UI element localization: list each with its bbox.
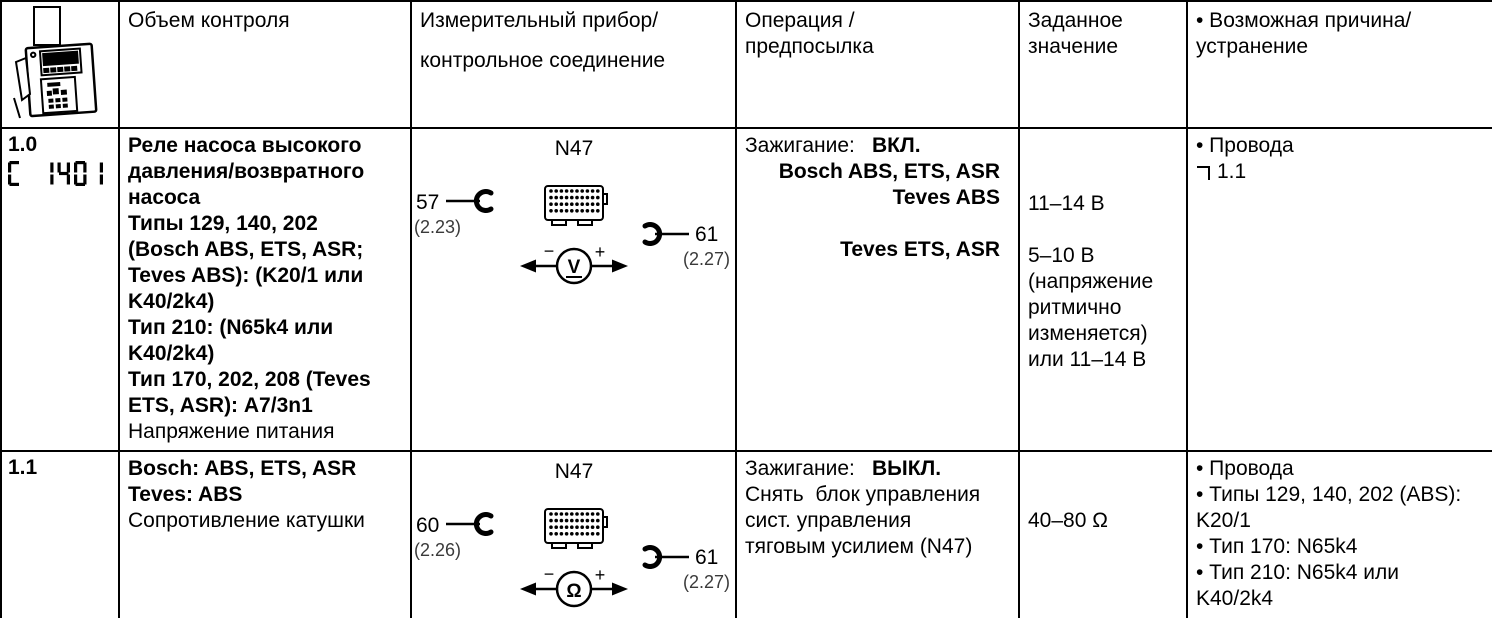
step-id-cell-1-0: 1.0 — [0, 127, 120, 452]
system-variant: Teves ETS, ASR — [840, 238, 1000, 261]
col-header-instrument-line2: контрольное соединение — [420, 49, 666, 72]
scope-cell-1-0: Реле насоса высокого давления/возвратног… — [118, 127, 412, 452]
socket-icon-left — [473, 512, 494, 536]
step-id-cell-1-1: 1.1 — [0, 450, 120, 618]
scope-text-normal: Сопротивление катушки — [128, 509, 365, 532]
pin-ref-right: (2.27) — [683, 572, 730, 592]
meter-symbol: V — [568, 257, 581, 278]
col-header-instrument: Измерительный прибор/ контрольное соедин… — [410, 0, 737, 129]
col-header-cause: • Возможная причина/ устранение — [1186, 0, 1492, 129]
scope-text-bold: Bosch: ABS, ETS, ASR Teves: ABS — [128, 457, 357, 506]
meter-symbol: Ω — [566, 581, 581, 602]
ohmmeter-icon: − + Ω — [520, 564, 628, 608]
tester-icon-cell — [0, 0, 120, 129]
plus-sign: + — [595, 565, 606, 585]
cause-cell-1-0: • Провода 1.1 — [1186, 127, 1492, 452]
step-id: 1.1 — [8, 456, 38, 479]
goto-ref-icon — [1197, 166, 1210, 180]
col-header-instrument-line1: Измерительный прибор/ — [420, 9, 659, 32]
ignition-state: ВКЛ. — [872, 134, 921, 157]
scope-cell-1-1: Bosch: ABS, ETS, ASR Teves: ABS Сопротив… — [118, 450, 412, 618]
operation-cell-1-0: Зажигание: ВКЛ. Bosch ABS, ETS, ASR Teves… — [735, 127, 1020, 452]
cause-item: • Провода — [1196, 134, 1294, 157]
ignition-label: Зажигание: — [745, 457, 855, 480]
pin-label-left: 60 — [416, 514, 439, 537]
system-variant: Teves ABS — [892, 186, 1000, 209]
ohmmeter-diagram: N47 60 (2.26) 61 (2.27) — [414, 460, 730, 608]
diagram-cell-1-1: N47 60 (2.26) 61 (2.27) — [410, 450, 737, 618]
pin-label-left: 57 — [416, 191, 439, 214]
pin-ref-right: (2.27) — [683, 249, 730, 269]
ignition-state: ВЫКЛ. — [872, 457, 942, 480]
scope-text-bold: Реле насоса высокого давления/возвратног… — [128, 134, 371, 417]
table-header-row: Объем контроля Измерительный прибор/ кон… — [0, 0, 1492, 129]
target-value: 40–80 Ω — [1028, 509, 1108, 532]
connector-block-icon — [544, 508, 608, 549]
pin-ref-left: (2.26) — [414, 540, 461, 560]
tester-icon — [13, 6, 98, 119]
diagram-cell-1-0: N47 57 (2.23) 61 (2.27) — [410, 127, 737, 452]
voltmeter-diagram: N47 57 (2.23) 61 (2.27) — [414, 137, 730, 285]
minus-sign: − — [544, 564, 555, 584]
goto-ref-number: 1.1 — [1217, 160, 1247, 183]
pin-label-right: 61 — [695, 546, 718, 569]
col-header-operation: Операция / предпосылка — [735, 0, 1020, 129]
voltmeter-icon: − + V — [520, 241, 628, 285]
connector-label: N47 — [555, 460, 594, 483]
step-id: 1.0 — [8, 133, 38, 156]
socket-icon-left — [473, 189, 494, 213]
col-header-scope: Объем контроля — [118, 0, 412, 129]
minus-sign: − — [544, 241, 555, 261]
pin-ref-left: (2.23) — [414, 217, 461, 237]
target-cell-1-1: 40–80 Ω — [1018, 450, 1188, 618]
col-header-target: Заданное значение — [1018, 0, 1188, 129]
table-row-1-1: 1.1 Bosch: ABS, ETS, ASR Teves: ABS Сопр… — [0, 450, 1492, 618]
target-cell-1-0: 11–14 В 5–10 В (напряжение ритмично изме… — [1018, 127, 1188, 452]
target-value: 11–14 В — [1028, 192, 1105, 215]
connector-label: N47 — [555, 137, 594, 160]
connector-block-icon — [544, 185, 608, 226]
lcd-display — [8, 161, 103, 186]
cause-cell-1-1: • Провода • Типы 129, 140, 202 (ABS): K2… — [1186, 450, 1492, 618]
operation-text: Снять блок управления сист. управления т… — [745, 483, 981, 558]
plus-sign: + — [595, 242, 606, 262]
cause-goto-line: 1.1 — [1196, 159, 1484, 185]
system-variant: Bosch ABS, ETS, ASR — [778, 160, 1000, 183]
table-row-1-0: 1.0 Реле насоса высокого давления/возвра… — [0, 127, 1492, 452]
pin-label-right: 61 — [695, 223, 718, 246]
target-value: 5–10 В (напряжение ритмично изменяется) … — [1028, 244, 1154, 371]
operation-cell-1-1: Зажигание: ВЫКЛ. Снять блок управления си… — [735, 450, 1020, 618]
scope-text-normal: Напряжение питания — [128, 420, 335, 443]
ignition-label: Зажигание: — [745, 134, 855, 157]
